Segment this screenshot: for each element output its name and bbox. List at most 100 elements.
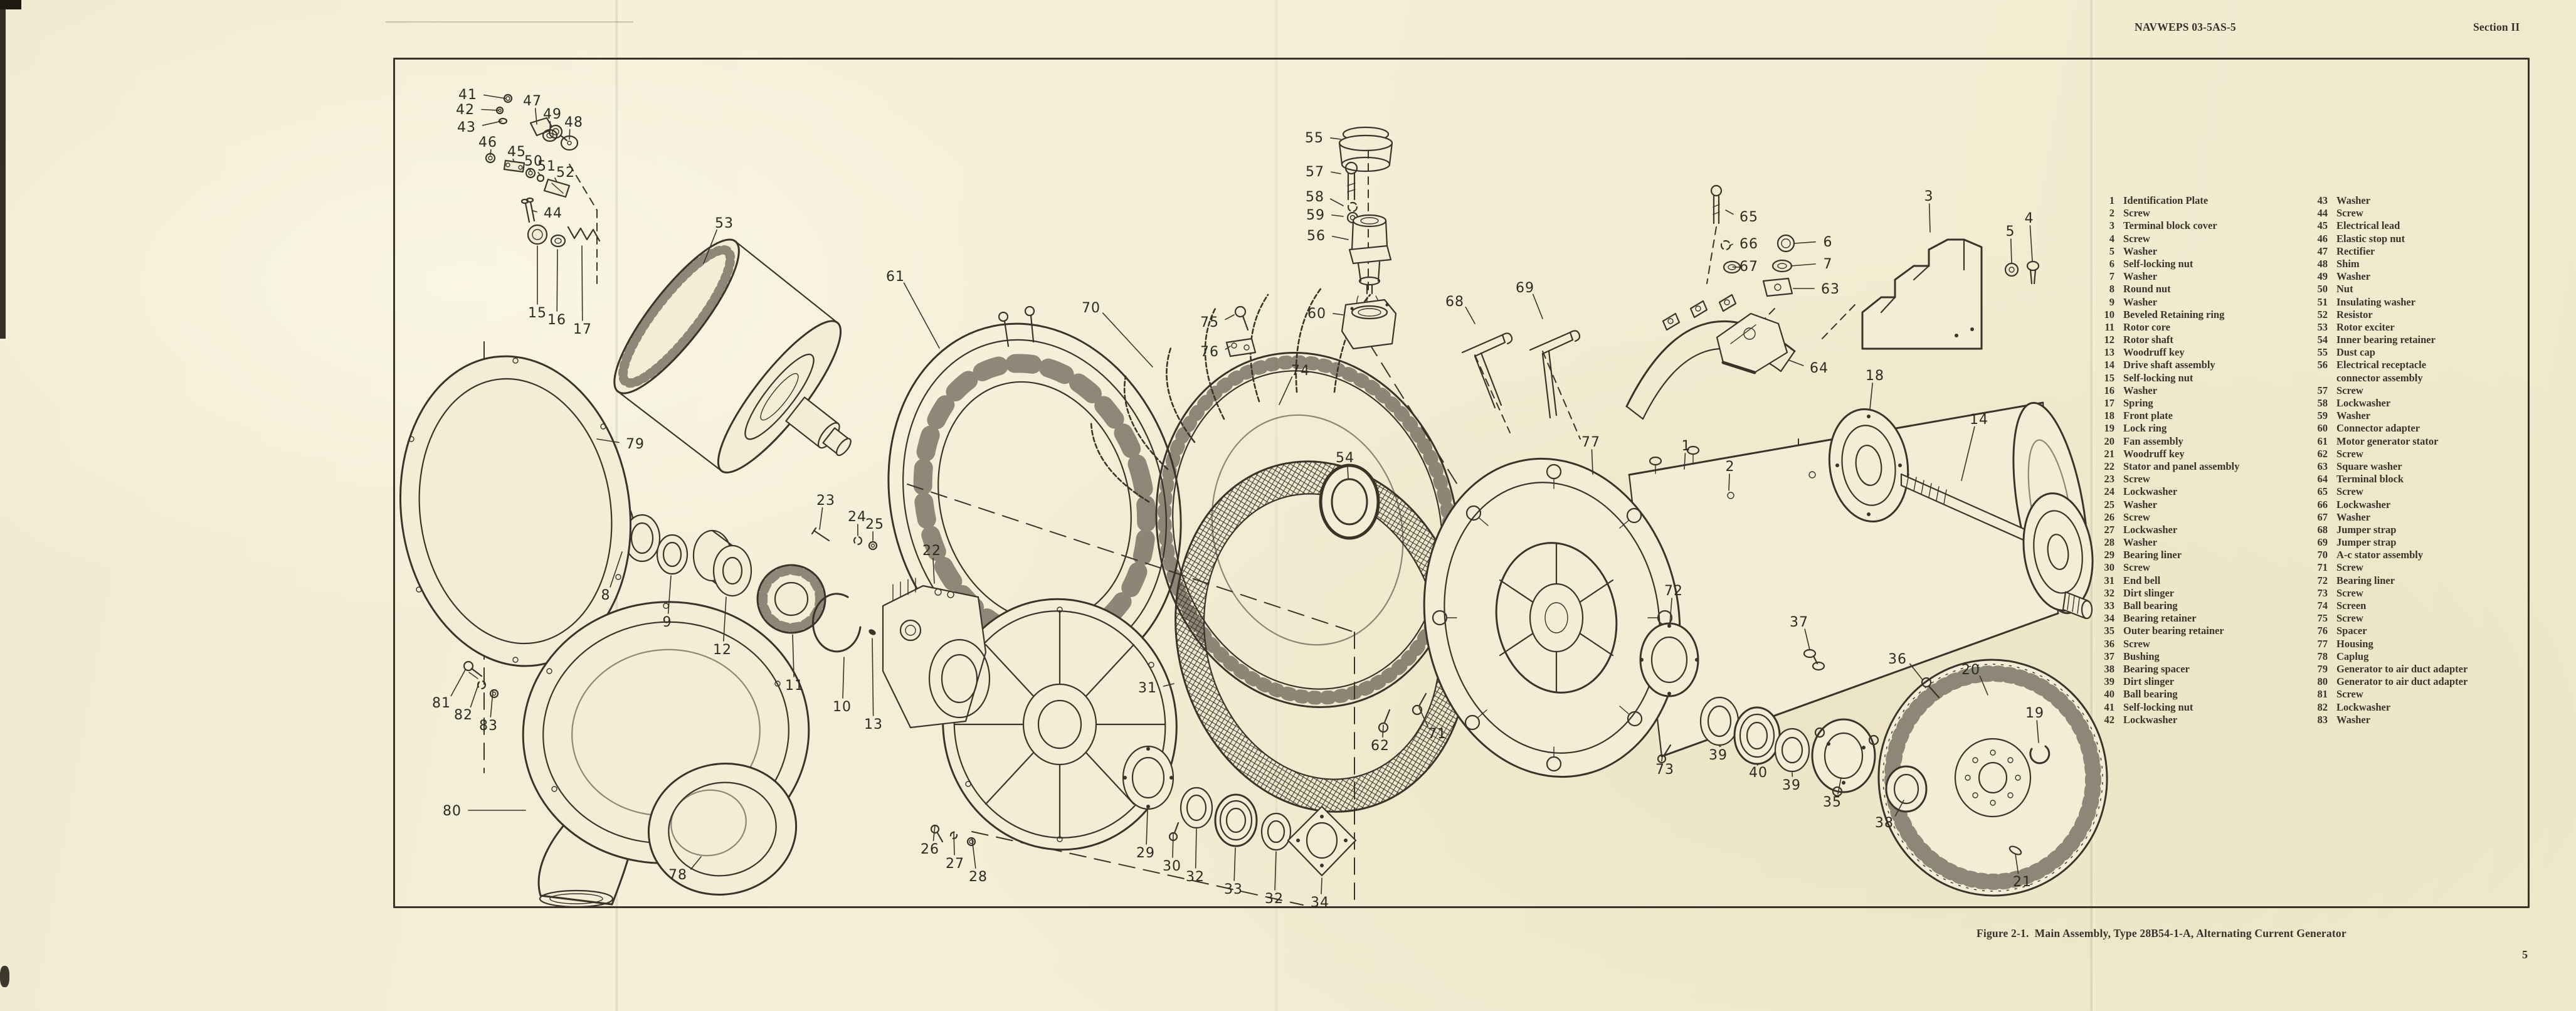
- part-name: Fan assembly: [2123, 435, 2183, 447]
- callout-48: 48: [564, 115, 583, 130]
- callout-71: 71: [1428, 726, 1447, 742]
- callout-20: 20: [1961, 662, 1980, 678]
- callout-33: 33: [1224, 882, 1243, 897]
- callout-70: 70: [1082, 300, 1101, 316]
- callout-39: 39: [1709, 748, 1728, 763]
- part-name: Screen: [2336, 600, 2367, 611]
- callout-59: 59: [1306, 208, 1325, 223]
- part-number: 2: [2109, 207, 2114, 220]
- part-number: 75: [2317, 612, 2328, 625]
- part-name: Jumper strap: [2336, 523, 2397, 536]
- part-name: Self-locking nut: [2123, 371, 2193, 384]
- part-number: 4: [2109, 232, 2114, 245]
- callout-38: 38: [1875, 815, 1894, 831]
- part-number: 31: [2104, 574, 2115, 586]
- callout-69: 69: [1516, 280, 1534, 296]
- callout-15: 15: [528, 305, 547, 321]
- callout-29: 29: [1136, 845, 1155, 861]
- parts-list-item: 41 Self-locking nut: [2096, 701, 2239, 714]
- part-number: 77: [2317, 637, 2328, 650]
- callout-leader-line: [872, 638, 874, 716]
- part-name: Terminal block: [2336, 473, 2404, 485]
- callout-68: 68: [1445, 294, 1464, 310]
- part-number: 53: [2317, 320, 2328, 333]
- callout-leader-line: [1591, 449, 1593, 475]
- part-name: Rectifier: [2336, 245, 2375, 257]
- callout-45: 45: [507, 144, 526, 160]
- part-name: Shim: [2336, 257, 2360, 270]
- part-number: 71: [2317, 561, 2328, 574]
- part-number: 48: [2317, 257, 2328, 270]
- part-number: 14: [2104, 359, 2115, 371]
- part-number: 17: [2104, 397, 2115, 409]
- screen-mount-hardware-drawing: [1225, 305, 1257, 357]
- part-number: 22: [2104, 460, 2115, 472]
- part-name: Bearing liner: [2123, 549, 2182, 561]
- part-number: 45: [2317, 220, 2328, 232]
- part-number: 49: [2317, 270, 2328, 283]
- part-name: Square washer: [2336, 460, 2402, 472]
- part-number: 41: [2104, 701, 2115, 713]
- part-name: Electrical lead: [2336, 220, 2400, 232]
- part-number: 27: [2104, 523, 2115, 536]
- callout-67: 67: [1739, 259, 1758, 275]
- callout-leader-line: [1909, 663, 1923, 680]
- part-name: Outer bearing retainer: [2123, 625, 2224, 637]
- callout-leader-line: [596, 438, 620, 443]
- callout-leader-line: [1331, 171, 1341, 174]
- part-number: 68: [2317, 523, 2328, 536]
- callout-leader-line: [483, 94, 506, 99]
- callout-39: 39: [1782, 778, 1801, 793]
- part-name: Housing: [2336, 637, 2373, 650]
- ac-stator-assembly-drawing: [1090, 286, 1460, 708]
- callout-leader-line: [512, 158, 515, 162]
- part-name: Woodruff key: [2123, 447, 2185, 460]
- callout-leader-line: [1225, 346, 1231, 350]
- callout-9: 9: [663, 615, 672, 630]
- callout-5: 5: [2006, 224, 2015, 240]
- callout-leader-line: [842, 657, 845, 699]
- callout-47: 47: [523, 93, 542, 109]
- part-number: 28: [2104, 536, 2115, 549]
- part-number: 21: [2104, 447, 2115, 460]
- callout-leader-line: [792, 634, 794, 677]
- part-number: 25: [2104, 498, 2115, 511]
- callout-leader-line: [1790, 263, 1816, 267]
- part-name: Self-locking nut: [2123, 701, 2193, 713]
- part-name: Insulating washer: [2336, 295, 2416, 308]
- callout-leader-line: [819, 507, 823, 530]
- callout-leader-line: [470, 682, 480, 708]
- part-name: Lockwasher: [2336, 701, 2391, 713]
- part-name: Front plate: [2123, 410, 2173, 422]
- callout-7: 7: [1824, 257, 1833, 272]
- part-number: 20: [2104, 435, 2115, 447]
- callout-16: 16: [547, 312, 566, 328]
- air-duct-adapters-drawing: [399, 355, 810, 908]
- parts-list-item: 45 Electrical lead: [2309, 220, 2468, 232]
- callout-leader-line: [1837, 777, 1842, 795]
- part-name: Motor generator stator: [2336, 435, 2439, 447]
- part-name: Screw: [2123, 511, 2150, 523]
